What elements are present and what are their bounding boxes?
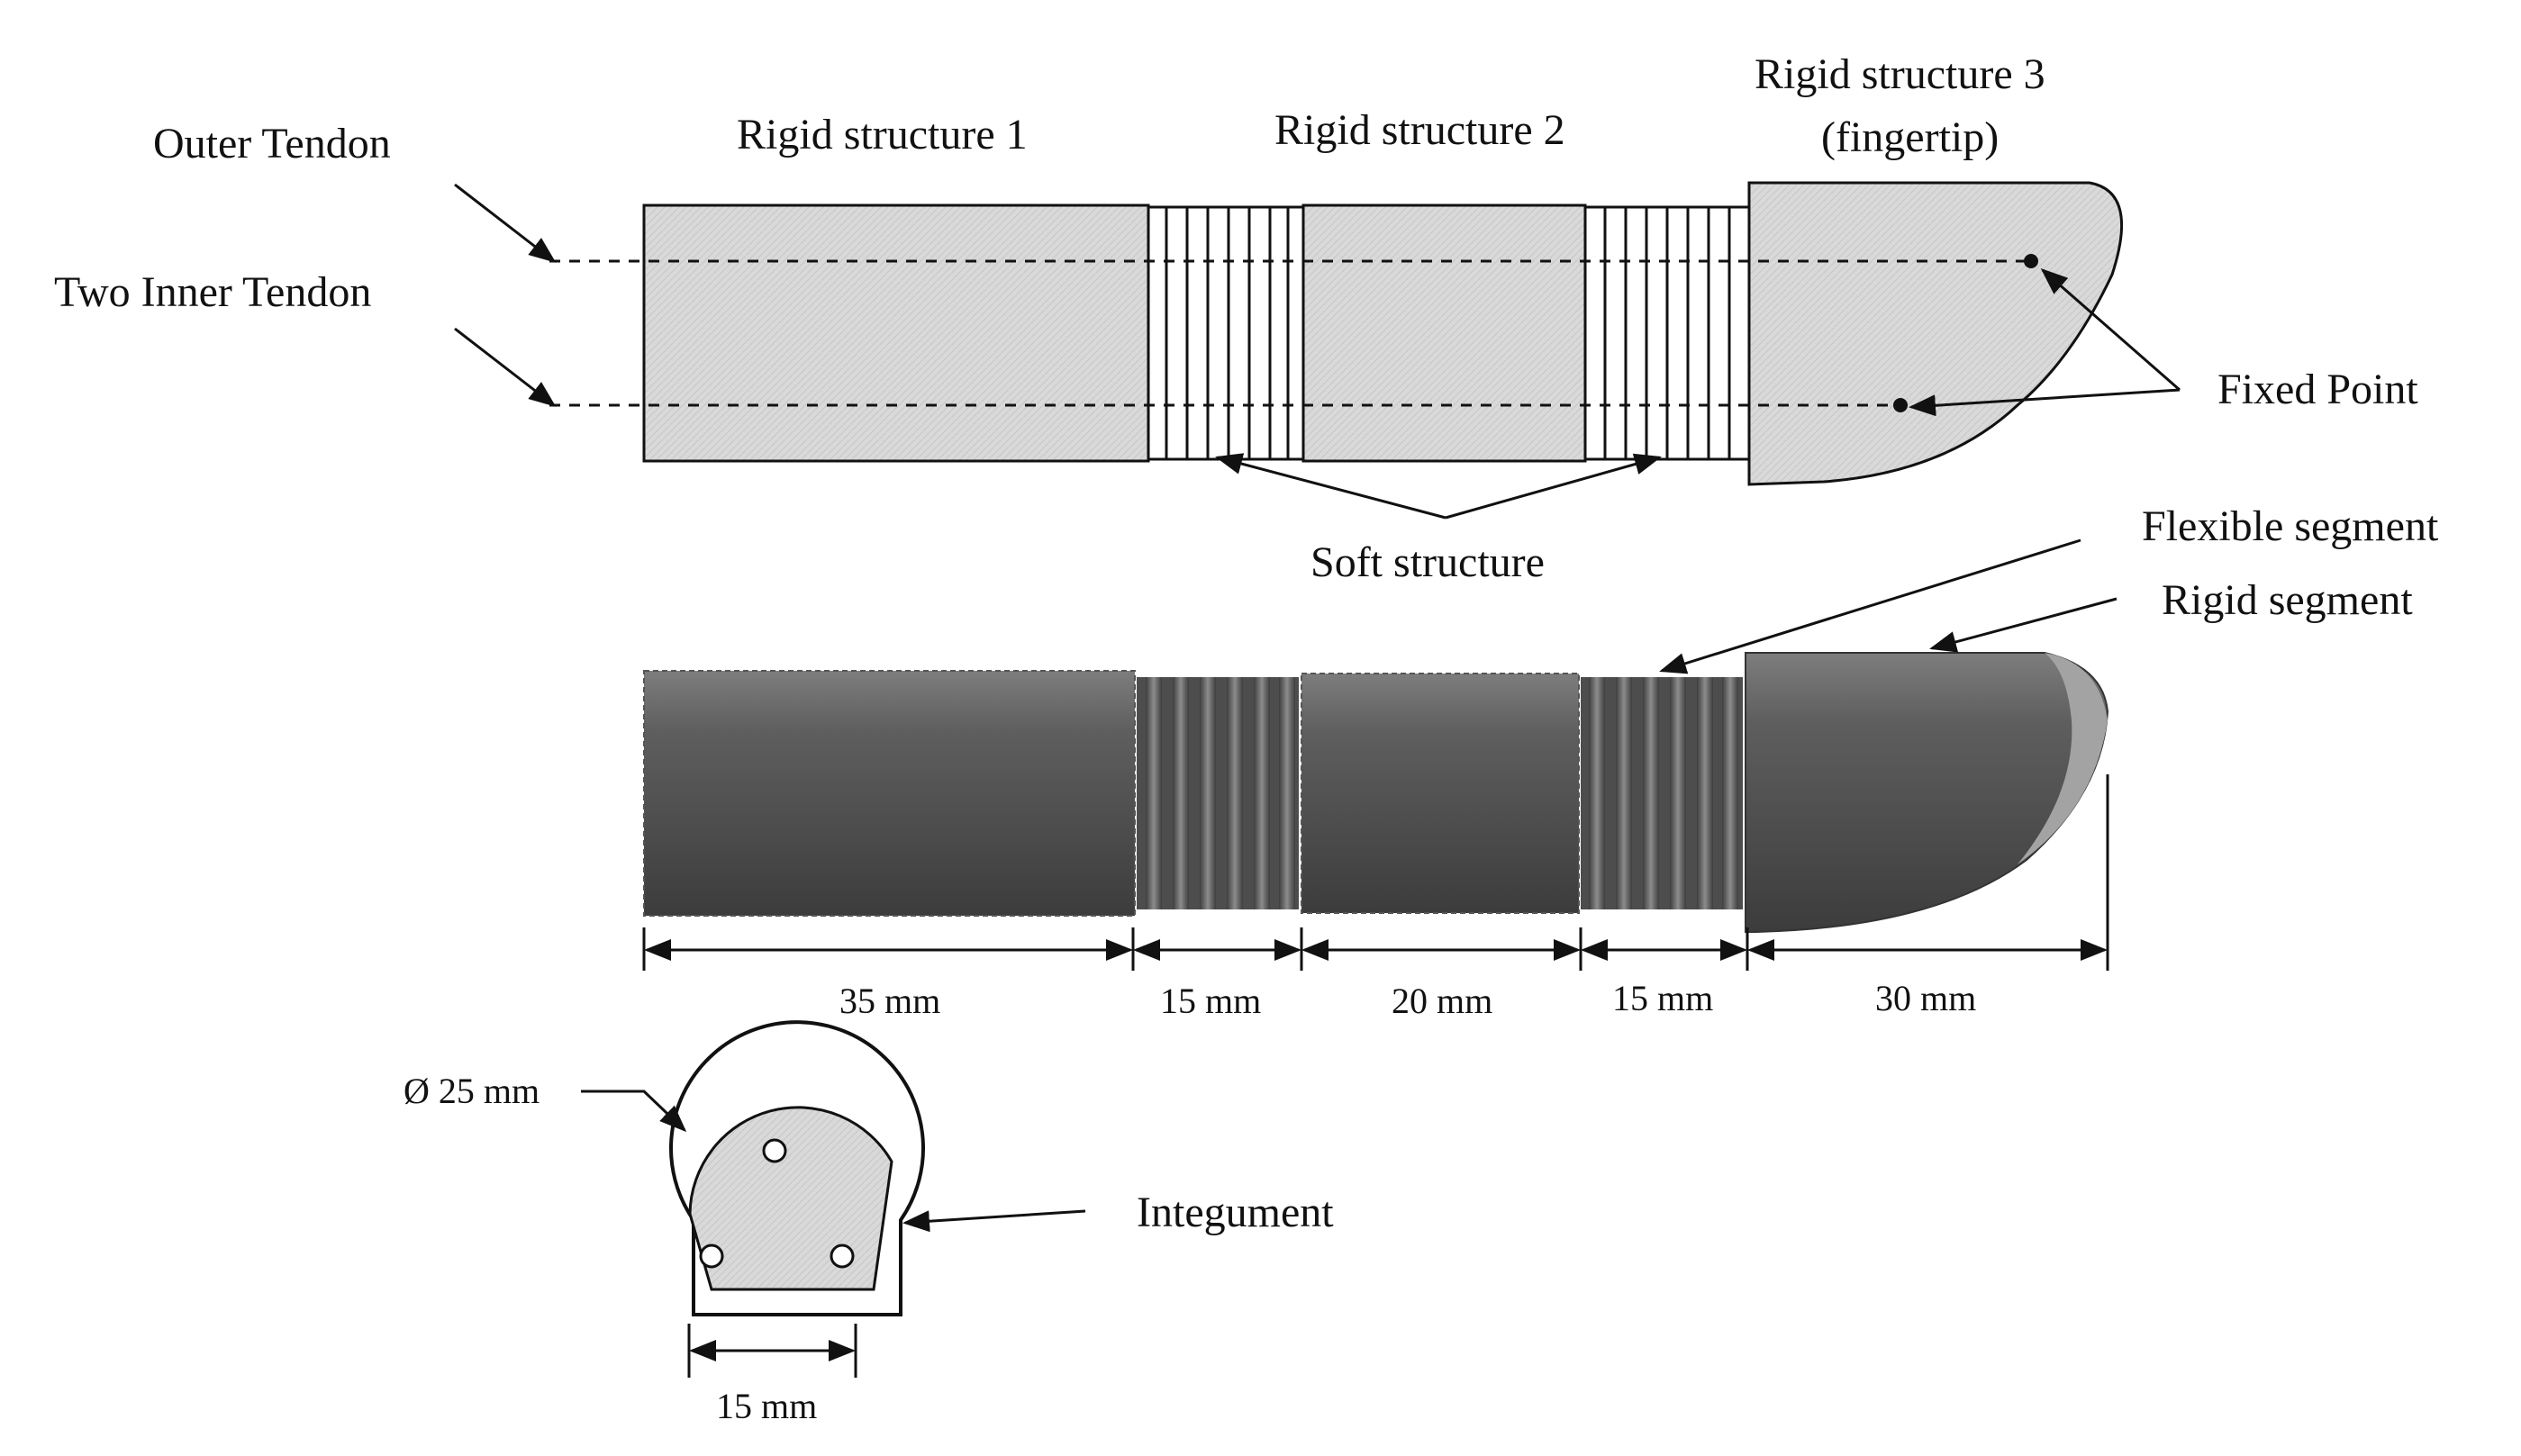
fixed-point-outer	[2024, 254, 2038, 268]
dim-seg5-label: 30 mm	[1875, 978, 1976, 1018]
model-flexible-1	[1137, 677, 1299, 909]
rigid-structure-3-label: Rigid structure 3	[1755, 50, 2045, 98]
rigid-structure-3-fingertip	[1747, 181, 2124, 486]
two-inner-tendon-label: Two Inner Tendon	[54, 268, 371, 316]
soft-structure-pointer-2	[1445, 453, 1662, 520]
cross-section-view: Ø 25 mm Integument 15 mm	[404, 1020, 1334, 1426]
flexible-segment-pointer	[1659, 538, 2081, 674]
soft-structure-label: Soft structure	[1310, 538, 1545, 586]
cross-section-core	[688, 1106, 893, 1291]
fingertip-label: (fingertip)	[1821, 113, 1999, 161]
fixed-point-inner	[1893, 398, 1908, 412]
soft-structure-1-ribs	[1165, 207, 1290, 459]
outer-tendon-label: Outer Tendon	[153, 120, 391, 167]
rigid-structure-1-block	[642, 203, 1150, 463]
tendon-hole-right	[830, 1243, 855, 1269]
soft-structure-1-block	[1147, 205, 1305, 461]
model-rigid-2	[1301, 673, 1580, 914]
rigid-structure-2-label: Rigid structure 2	[1274, 106, 1565, 154]
fixed-point-pointer-2	[1909, 388, 2181, 417]
inner-width-label: 15 mm	[716, 1386, 817, 1426]
integument-pointer	[902, 1209, 1086, 1233]
diameter-label: Ø 25 mm	[404, 1071, 540, 1111]
diameter-pointer	[581, 1090, 687, 1133]
model-rigid-tip	[1745, 652, 2109, 933]
soft-structure-2-ribs	[1603, 207, 1731, 459]
model-rigid-1	[643, 670, 1136, 917]
soft-structure-pointer-1	[1215, 453, 1446, 520]
rigid-structure-1-label: Rigid structure 1	[737, 111, 1028, 158]
model-tip-cap	[2018, 653, 2108, 864]
rigid-structure-2-block	[1301, 203, 1587, 463]
rigid-segment-pointer	[1929, 597, 2117, 653]
outer-tendon-pointer	[454, 183, 557, 263]
schematic-view: Outer Tendon Two Inner Tendon Rigid stru…	[54, 50, 2418, 586]
length-dimensions: 35 mm 15 mm 20 mm 15 mm 30 mm	[642, 774, 2109, 1021]
dim-seg3-label: 20 mm	[1392, 981, 1492, 1021]
dim-seg2-label: 15 mm	[1160, 981, 1261, 1021]
dim-seg4-label: 15 mm	[1612, 978, 1713, 1018]
inner-tendon-pointer	[454, 327, 557, 407]
model-view: Flexible segment Rigid segment	[643, 502, 2439, 933]
integument-label: Integument	[1137, 1189, 1334, 1236]
tendon-hole-left	[699, 1243, 724, 1269]
dim-seg1-label: 35 mm	[839, 981, 940, 1021]
fixed-point-label: Fixed Point	[2217, 366, 2418, 413]
tendon-hole-top	[762, 1138, 787, 1163]
fixed-point-pointer-1	[2040, 268, 2181, 392]
model-flexible-2	[1581, 677, 1743, 909]
flexible-segment-label: Flexible segment	[2142, 502, 2439, 550]
rigid-segment-label: Rigid segment	[2162, 576, 2413, 624]
